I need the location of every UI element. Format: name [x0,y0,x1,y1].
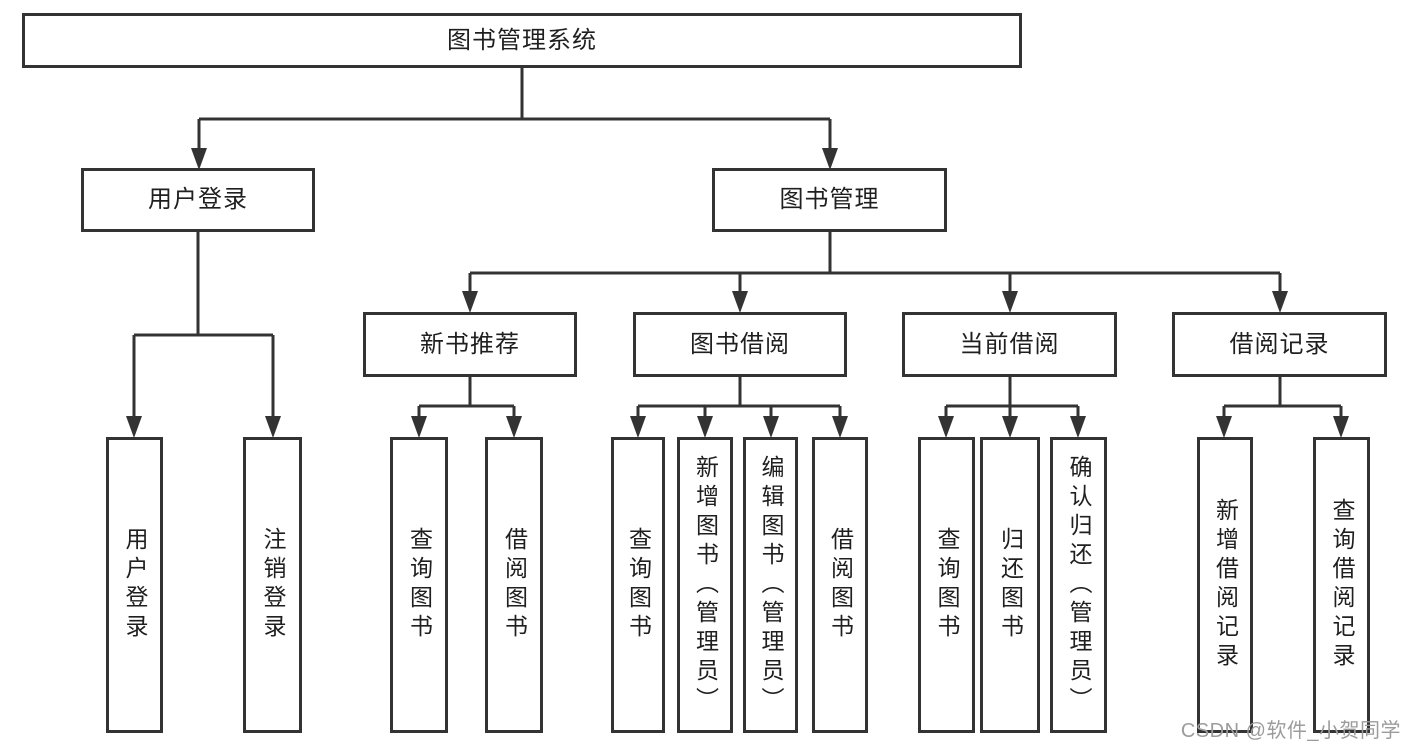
leaf-borrow-add-admin-label: 新增图书（管理员） [692,454,719,716]
leaf-current-return: 归还图书 [980,437,1040,733]
node-current-borrow: 当前借阅 [902,312,1117,377]
leaf-user-login: 用户登录 [106,437,163,733]
leaf-borrow-edit-admin-label: 编辑图书（管理员） [758,454,784,716]
leaf-borrow-query-label: 查询图书 [625,527,652,643]
leaf-records-add-label: 新增借阅记录 [1212,498,1239,672]
node-book-borrow-label: 图书借阅 [690,330,790,358]
leaf-newbook-query: 查询图书 [390,437,448,733]
leaf-logout-label: 注销登录 [260,527,286,643]
leaf-borrow-book: 借阅图书 [812,437,868,733]
node-current-borrow-label: 当前借阅 [959,330,1060,358]
leaf-records-query: 查询借阅记录 [1313,437,1370,733]
leaf-borrow-edit-admin: 编辑图书（管理员） [743,437,798,733]
node-borrow-records: 借阅记录 [1172,312,1387,377]
leaf-newbook-borrow: 借阅图书 [485,437,543,733]
leaf-current-return-label: 归还图书 [997,527,1024,643]
leaf-current-confirm-admin-label: 确认归还（管理员） [1066,454,1092,716]
node-book-borrow: 图书借阅 [633,312,847,377]
leaf-newbook-borrow-label: 借阅图书 [501,527,528,643]
node-book-management: 图书管理 [712,168,947,232]
node-root: 图书管理系统 [22,13,1022,68]
leaf-borrow-book-label: 借阅图书 [827,527,854,643]
leaf-borrow-add-admin: 新增图书（管理员） [677,437,733,733]
leaf-logout: 注销登录 [243,437,302,733]
leaf-records-add: 新增借阅记录 [1197,437,1253,733]
leaf-user-login-label: 用户登录 [122,527,148,643]
leaf-current-query: 查询图书 [918,437,975,733]
leaf-newbook-query-label: 查询图书 [406,527,433,643]
arrowhead-icons [126,148,1349,438]
node-book-management-label: 图书管理 [779,186,880,213]
node-user-login: 用户登录 [81,168,315,232]
node-new-book-recommend: 新书推荐 [363,312,577,377]
leaf-current-confirm-admin: 确认归还（管理员） [1050,437,1107,733]
watermark: CSDN @软件_小贺同学 [1180,720,1401,742]
leaf-borrow-query: 查询图书 [611,437,665,733]
node-user-login-label: 用户登录 [148,186,248,213]
node-root-label: 图书管理系统 [447,26,597,54]
leaf-current-query-label: 查询图书 [934,527,960,643]
node-borrow-records-label: 借阅记录 [1229,330,1330,358]
leaf-records-query-label: 查询借阅记录 [1329,498,1355,672]
node-new-book-recommend-label: 新书推荐 [420,330,520,358]
